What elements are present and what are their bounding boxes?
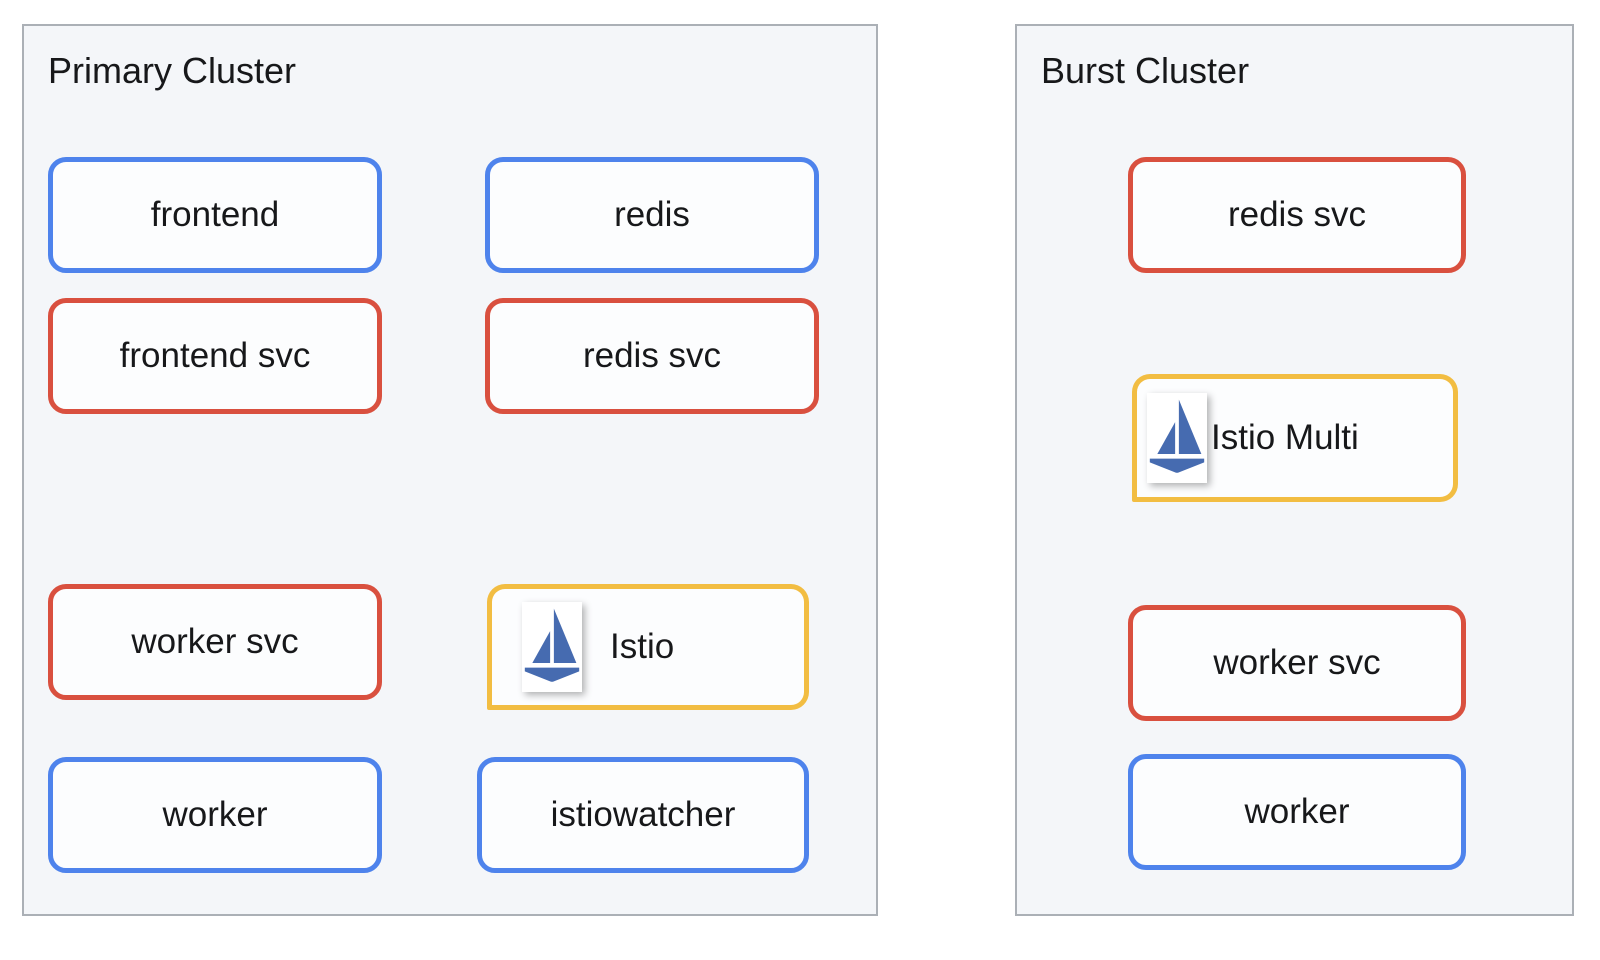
node-label: frontend svc [119, 336, 311, 375]
node-worker-burst: worker [1128, 754, 1466, 870]
node-istio: Istio [487, 584, 809, 710]
node-worker-svc-burst: worker svc [1128, 605, 1466, 721]
node-istio-multi: Istio Multi [1132, 374, 1458, 502]
node-label: Istio [610, 627, 675, 666]
primary-cluster-title: Primary Cluster [48, 50, 297, 91]
node-redis: redis [485, 157, 819, 273]
istio-sailboat-icon [522, 602, 582, 692]
node-label: worker svc [131, 622, 299, 661]
node-label: redis [614, 195, 690, 234]
node-label: redis svc [582, 336, 722, 375]
primary-cluster-container: Primary Cluster frontend redis frontend … [22, 24, 878, 916]
node-redis-svc-burst: redis svc [1128, 157, 1466, 273]
node-label: istiowatcher [550, 795, 736, 834]
node-label: worker svc [1213, 643, 1381, 682]
node-label: Istio Multi [1211, 418, 1359, 457]
node-label: worker [1244, 792, 1350, 831]
istio-sailboat-icon [1147, 393, 1207, 483]
node-label: redis svc [1227, 195, 1367, 234]
node-redis-svc: redis svc [485, 298, 819, 414]
node-frontend-svc: frontend svc [48, 298, 382, 414]
node-label: worker [162, 795, 268, 834]
node-label: frontend [150, 195, 280, 234]
node-frontend: frontend [48, 157, 382, 273]
burst-cluster-container: Burst Cluster redis svc Istio Multi work… [1015, 24, 1574, 916]
burst-cluster-title: Burst Cluster [1041, 50, 1250, 91]
node-worker-svc: worker svc [48, 584, 382, 700]
node-worker: worker [48, 757, 382, 873]
node-istiowatcher: istiowatcher [477, 757, 809, 873]
